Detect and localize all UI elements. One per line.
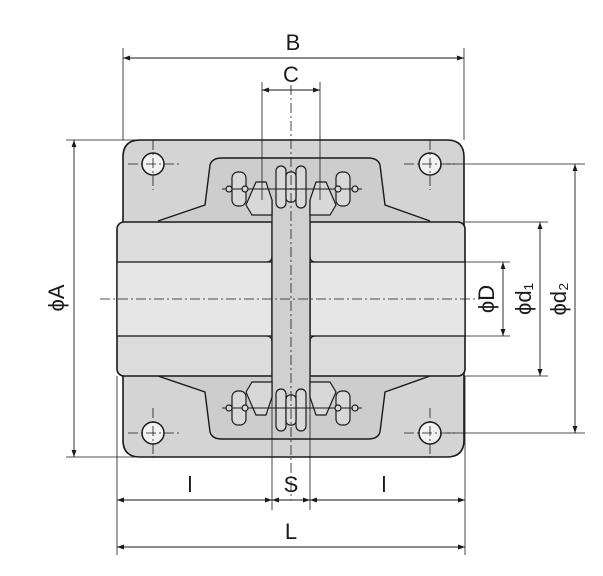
lower-chain [222,381,362,432]
upper-chain [222,165,362,216]
label-phid2: ϕd₂ [546,282,571,315]
right-hub-bore [309,261,466,337]
label-L: L [285,519,297,544]
label-phiA: ϕA [44,284,69,311]
dimension-lines [71,55,578,550]
label-C: C [283,62,299,87]
label-B: B [286,30,301,55]
centerlines [100,85,480,500]
extension-lines [66,48,585,555]
label-l-right: l [382,472,387,497]
label-S: S [284,472,299,497]
label-l-left: l [188,472,193,497]
label-phiD: ϕD [474,285,499,313]
label-phid1: ϕd₁ [511,283,536,315]
